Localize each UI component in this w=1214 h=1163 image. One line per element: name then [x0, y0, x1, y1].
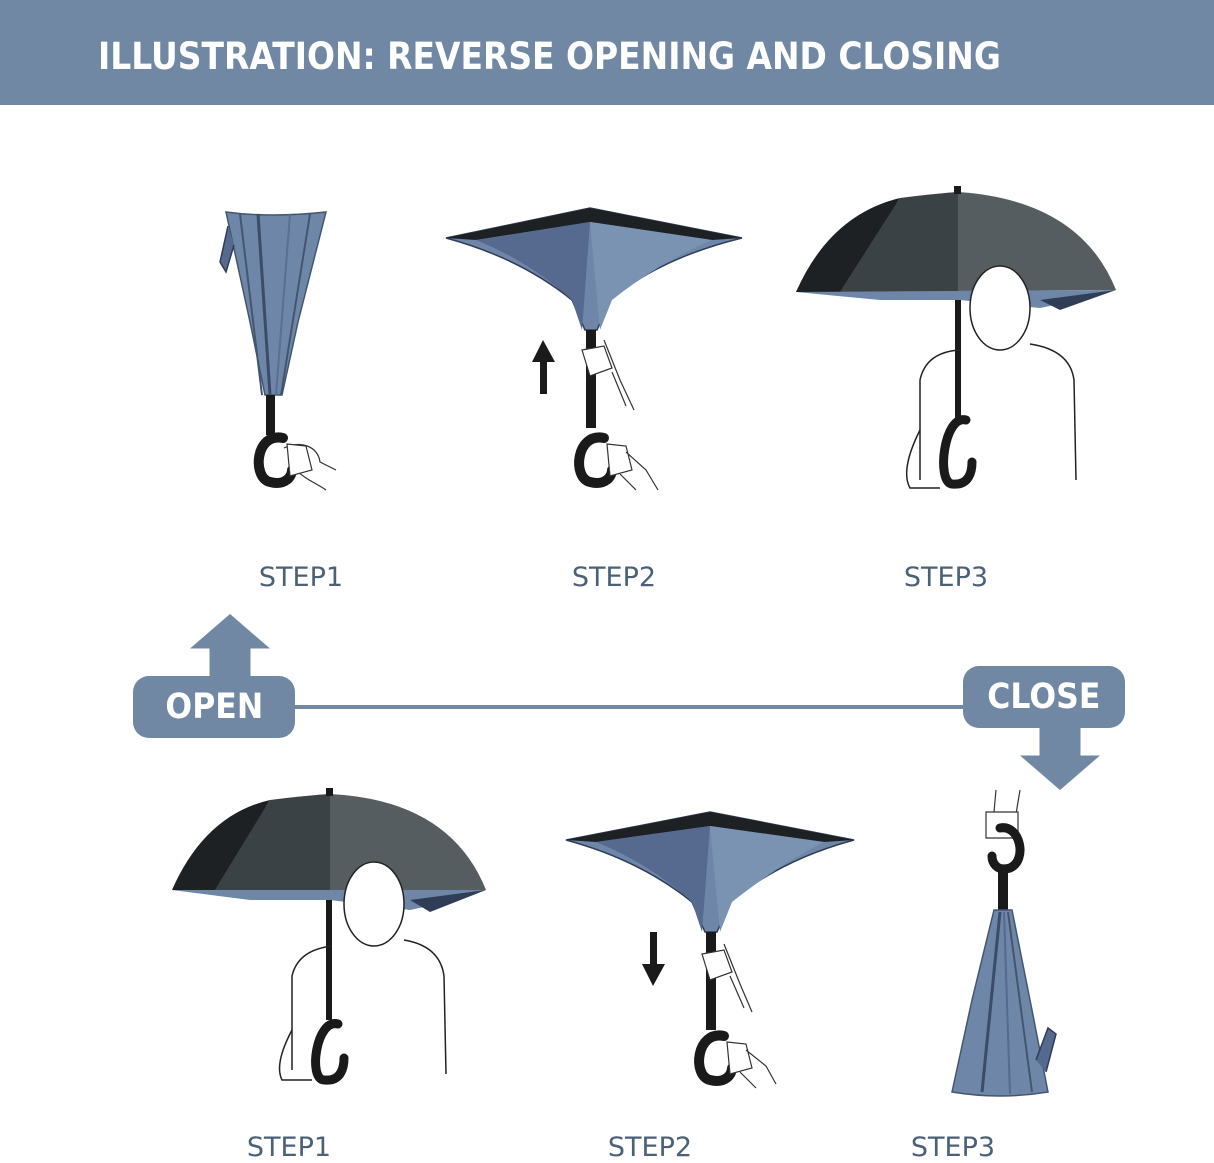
close-step1-label: STEP1 [246, 1132, 332, 1163]
close-step3-umbrella [951, 789, 1057, 1097]
open-step1-umbrella [219, 211, 337, 491]
open-step2-umbrella [445, 207, 743, 491]
open-step2-label: STEP2 [571, 562, 657, 593]
close-badge: CLOSE [963, 666, 1125, 728]
arrow-down-icon [642, 932, 665, 986]
header-banner: ILLUSTRATION: REVERSE OPENING AND CLOSIN… [0, 0, 1214, 105]
open-badge: OPEN [133, 676, 295, 738]
close-step1-umbrella [172, 788, 486, 1085]
close-step3-label: STEP3 [910, 1132, 996, 1163]
open-badge-label: OPEN [165, 686, 263, 727]
open-arrow-up-icon [181, 610, 279, 682]
page-title: ILLUSTRATION: REVERSE OPENING AND CLOSIN… [98, 35, 1001, 78]
arrow-up-icon [532, 340, 555, 394]
close-step2-label: STEP2 [607, 1132, 693, 1163]
open-step1-label: STEP1 [258, 562, 344, 593]
open-step3-umbrella [796, 186, 1116, 489]
close-arrow-down-icon [1011, 724, 1109, 794]
open-step3-label: STEP3 [903, 562, 989, 593]
close-step2-umbrella [565, 811, 855, 1089]
close-badge-label: CLOSE [987, 676, 1101, 717]
